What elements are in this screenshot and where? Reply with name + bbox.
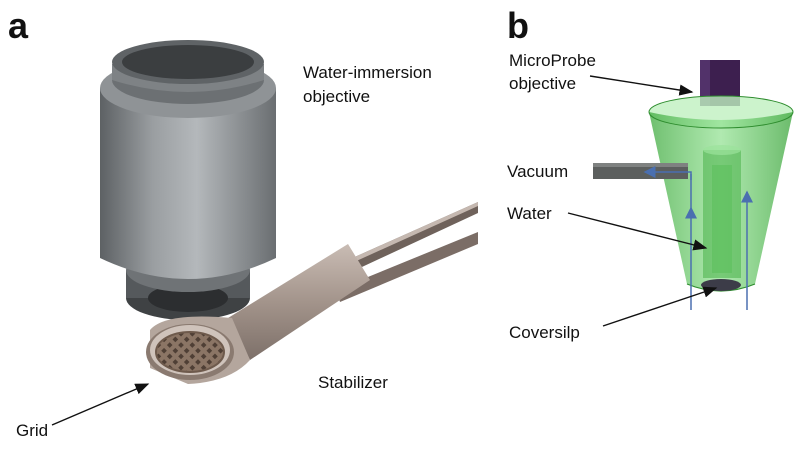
label-stabilizer: Stabilizer xyxy=(318,373,388,392)
label-vacuum: Vacuum xyxy=(507,162,568,181)
panel-a: a xyxy=(8,5,478,440)
label-grid: Grid xyxy=(16,421,48,440)
label-objective-b: objective xyxy=(509,74,576,93)
water-pointer-arrow xyxy=(567,212,708,251)
water-immersion-objective xyxy=(100,40,276,320)
grid-mesh xyxy=(155,331,225,373)
label-objective-a: objective xyxy=(303,87,370,106)
vacuum-tube xyxy=(593,163,688,179)
flow-arrows xyxy=(643,166,753,310)
panel-a-letter: a xyxy=(8,5,29,46)
label-water: Water xyxy=(507,204,552,223)
label-microprobe: MicroProbe xyxy=(509,51,596,70)
panel-b: b M xyxy=(507,5,794,342)
grid-pointer-arrow xyxy=(51,383,150,426)
water-cone xyxy=(648,95,794,292)
objective-pointer-arrow xyxy=(589,75,694,96)
label-coverslip: Coversilp xyxy=(509,323,580,342)
coverslip-pointer-arrow xyxy=(602,286,718,327)
label-water-immersion: Water-immersion xyxy=(303,63,432,82)
panel-b-letter: b xyxy=(507,5,529,46)
coverslip-disc xyxy=(701,279,741,291)
stabilizer-rods xyxy=(330,202,478,302)
